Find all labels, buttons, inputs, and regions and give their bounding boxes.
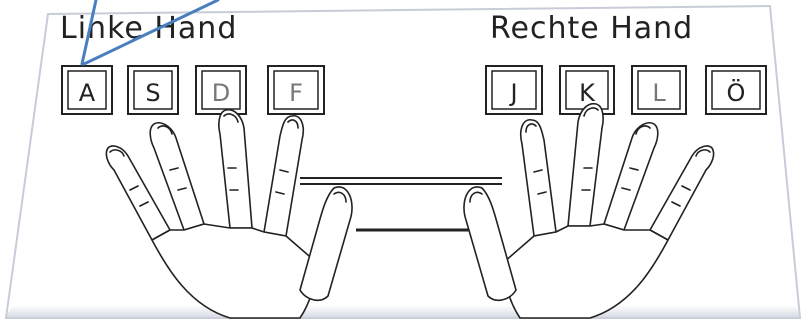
key-oe-label: Ö bbox=[727, 78, 746, 107]
key-s-label: S bbox=[145, 79, 160, 107]
key-k-label: K bbox=[579, 79, 596, 107]
key-l-label: L bbox=[652, 79, 666, 107]
key-a: A bbox=[62, 66, 112, 114]
key-l: L bbox=[632, 66, 686, 114]
key-oe: Ö bbox=[706, 66, 766, 114]
key-f-label: F bbox=[289, 79, 303, 107]
key-j: J bbox=[486, 66, 542, 114]
right-hand-title: Rechte Hand bbox=[490, 11, 693, 46]
key-a-label: A bbox=[79, 79, 96, 107]
key-d: D bbox=[196, 66, 246, 114]
key-d-label: D bbox=[212, 79, 230, 107]
key-s: S bbox=[128, 66, 178, 114]
key-j-label: J bbox=[508, 79, 517, 107]
key-f: F bbox=[268, 66, 324, 114]
